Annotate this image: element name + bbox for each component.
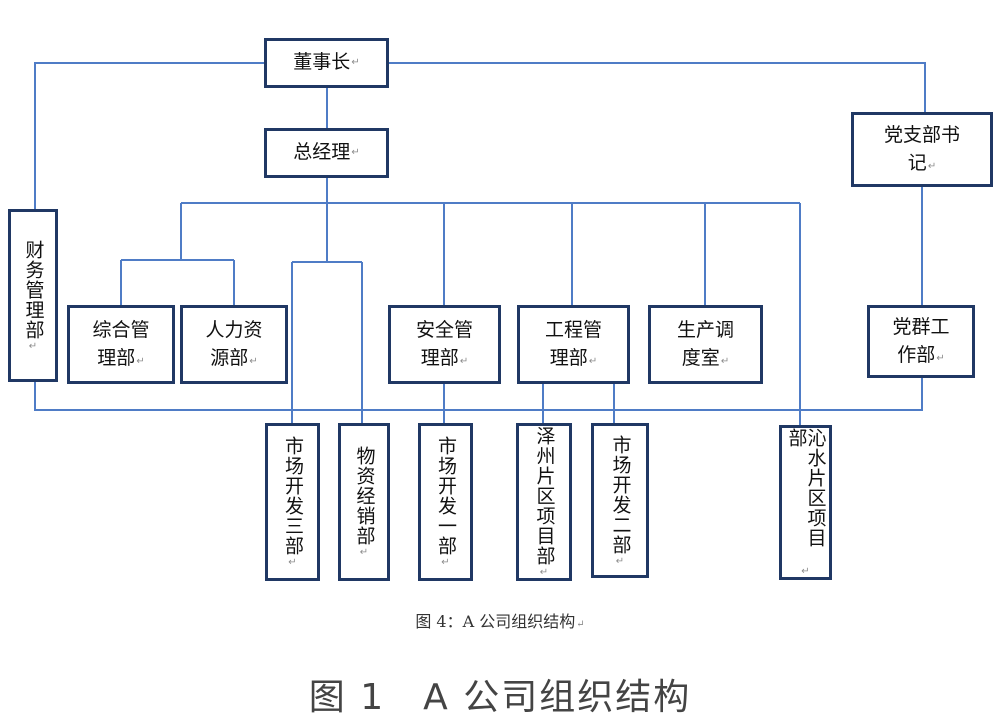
safety-label-line1: 安全管 bbox=[415, 318, 473, 341]
finance-label: 财务管理部 bbox=[22, 239, 45, 340]
dispatch-label-line1: 生产调 bbox=[676, 318, 734, 341]
paragraph-mark: ↵ bbox=[936, 352, 945, 364]
connector-chairman-finance bbox=[34, 62, 266, 210]
engineering-label-line2: 理部 bbox=[549, 346, 588, 369]
party-secretary-label-line2: 记 bbox=[907, 151, 927, 174]
party-work-label-line2: 作部 bbox=[897, 343, 936, 366]
market-dev-1-box: 市场开发一部 ↵ bbox=[418, 423, 473, 581]
hr-label-line1: 人力资 bbox=[205, 318, 263, 341]
engineering-label-line1: 工程管 bbox=[544, 318, 602, 341]
materials-sales-label: 物资经销部 bbox=[353, 446, 376, 546]
party-work-box: 党群工 作部↵ bbox=[867, 305, 975, 378]
connector-chairman-party-secretary bbox=[388, 62, 926, 113]
figure-caption-large: 图 1 A 公司组织结构 bbox=[308, 677, 692, 718]
figure-caption-small-text: 图 4：A 公司组织结构 bbox=[415, 612, 576, 631]
dispatch-box: 生产调 度室↵ bbox=[648, 305, 763, 384]
market-dev-1-label: 市场开发一部 bbox=[435, 436, 457, 556]
bottom-bus bbox=[34, 377, 923, 411]
paragraph-mark: ↵ bbox=[576, 619, 585, 630]
paragraph-mark: ↵ bbox=[615, 555, 625, 567]
safety-box: 安全管 理部↵ bbox=[388, 305, 501, 384]
paragraph-mark: ↵ bbox=[249, 355, 258, 367]
paragraph-mark: ↵ bbox=[359, 547, 369, 558]
dispatch-label-line2: 度室 bbox=[681, 346, 720, 369]
paragraph-mark: ↵ bbox=[588, 355, 598, 367]
safety-label-line2: 理部 bbox=[420, 346, 459, 369]
party-work-label-line1: 党群工 bbox=[892, 315, 950, 338]
paragraph-mark: ↵ bbox=[351, 56, 360, 68]
paragraph-mark: ↵ bbox=[720, 355, 730, 367]
paragraph-mark: ↵ bbox=[927, 160, 937, 172]
engineering-box: 工程管 理部↵ bbox=[517, 305, 630, 384]
party-secretary-label-line1: 党支部书 bbox=[883, 123, 960, 146]
paragraph-mark: ↵ bbox=[136, 355, 145, 367]
general-admin-box: 综合管 理部↵ bbox=[67, 305, 175, 384]
figure-caption-small: 图 4：A 公司组织结构↵ bbox=[0, 608, 1000, 632]
hr-box: 人力资 源部↵ bbox=[180, 305, 288, 384]
general-admin-label-line1: 综合管 bbox=[92, 318, 150, 341]
qinshui-project-label: 沁水片区项目部 bbox=[785, 428, 827, 548]
finance-box: 财务管理部 ↵ bbox=[8, 209, 58, 382]
zezhou-project-label: 泽州片区项目部 bbox=[533, 426, 556, 566]
party-secretary-box: 党支部书 记↵ bbox=[851, 112, 993, 187]
hr-label-line2: 源部 bbox=[210, 346, 249, 369]
paragraph-mark: ↵ bbox=[801, 566, 810, 577]
materials-sales-box: 物资经销部 ↵ bbox=[338, 423, 390, 581]
zezhou-project-box: 泽州片区项目部 ↵ bbox=[516, 423, 572, 581]
market-dev-2-box: 市场开发二部 ↵ bbox=[591, 423, 649, 578]
qinshui-project-box: 沁水片区项目部 ↵ bbox=[779, 425, 832, 580]
paragraph-mark: ↵ bbox=[351, 146, 360, 158]
paragraph-mark: ↵ bbox=[459, 355, 469, 367]
chairman-box: 董事长↵ bbox=[264, 38, 389, 88]
general-admin-label-line2: 理部 bbox=[97, 346, 136, 369]
gm-label: 总经理 bbox=[293, 141, 351, 164]
gm-box: 总经理↵ bbox=[264, 128, 389, 178]
paragraph-mark: ↵ bbox=[28, 340, 38, 352]
paragraph-mark: ↵ bbox=[441, 557, 450, 568]
market-dev-2-label: 市场开发二部 bbox=[609, 434, 632, 555]
paragraph-mark: ↵ bbox=[288, 557, 297, 568]
paragraph-mark: ↵ bbox=[539, 567, 549, 578]
market-dev-3-label: 市场开发三部 bbox=[282, 436, 304, 556]
market-dev-3-box: 市场开发三部 ↵ bbox=[265, 423, 320, 581]
chairman-label: 董事长 bbox=[293, 51, 351, 74]
